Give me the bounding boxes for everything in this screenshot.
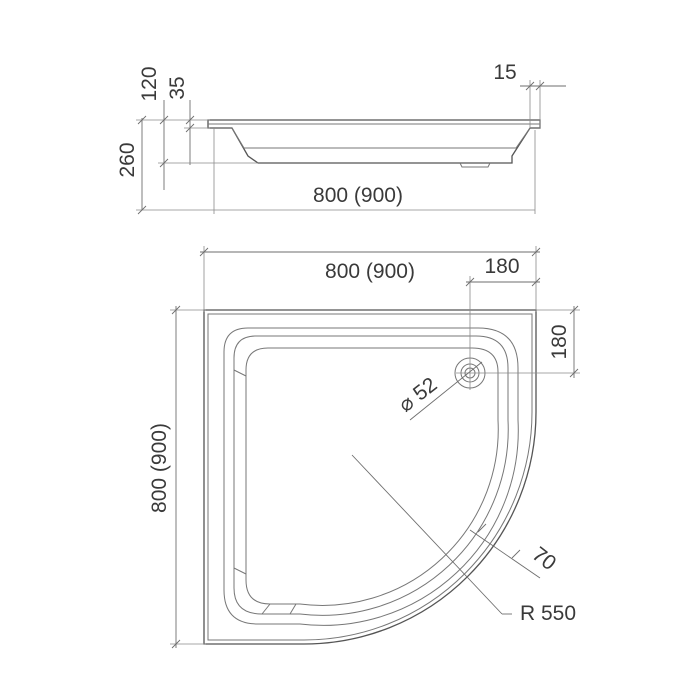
label-rim-width: 15 (493, 61, 516, 84)
dim-radius-leader (351, 454, 503, 615)
top-view-bowl-step (233, 335, 509, 616)
tick (477, 523, 487, 533)
tick (569, 305, 579, 315)
tick (171, 639, 181, 649)
top-view-bowl-outer (223, 327, 519, 626)
label-depth: 800 (900) (148, 423, 171, 513)
label-drain-diameter: ⌀ 52 (394, 373, 441, 417)
dim-drain-diameter-leader (409, 361, 483, 421)
tick (569, 368, 579, 378)
side-view-drain-outlet (459, 162, 491, 168)
tick (137, 205, 147, 215)
top-view-bowl-floor (245, 347, 499, 606)
label-height-rim: 120 (138, 66, 161, 101)
tick (535, 81, 545, 91)
dim-border-line (469, 529, 541, 579)
side-view: 260 120 35 800 (900) 15 (116, 61, 566, 215)
tick (159, 115, 169, 125)
tick (185, 123, 195, 133)
top-view-rim-line (207, 313, 533, 641)
label-height-step: 35 (166, 76, 189, 99)
tick (531, 247, 541, 257)
tick (531, 277, 541, 287)
label-top-width: 800 (900) (325, 260, 415, 283)
top-view-left-notch (233, 369, 247, 575)
tick (185, 115, 195, 125)
label-drain-offset-x: 180 (484, 255, 519, 278)
label-border-width: 70 (528, 543, 561, 576)
tick (199, 247, 209, 257)
label-side-width: 800 (900) (313, 184, 403, 207)
top-view-bottom-notch (261, 603, 297, 615)
label-height-total: 260 (116, 142, 139, 177)
label-drain-offset-y: 180 (548, 324, 571, 359)
side-view-tray-outline (207, 119, 541, 164)
tick (171, 305, 181, 315)
tick (465, 277, 475, 287)
tick (159, 158, 169, 168)
label-radius: R 550 (520, 602, 576, 625)
tick (525, 81, 535, 91)
top-view: 800 (900) 180 180 800 (900) ⌀ 52 70 R 55… (148, 246, 580, 649)
tick (511, 549, 521, 559)
top-view-outer-outline (203, 309, 537, 645)
tick (137, 115, 147, 125)
side-view-tray-inner-edge (231, 127, 531, 149)
